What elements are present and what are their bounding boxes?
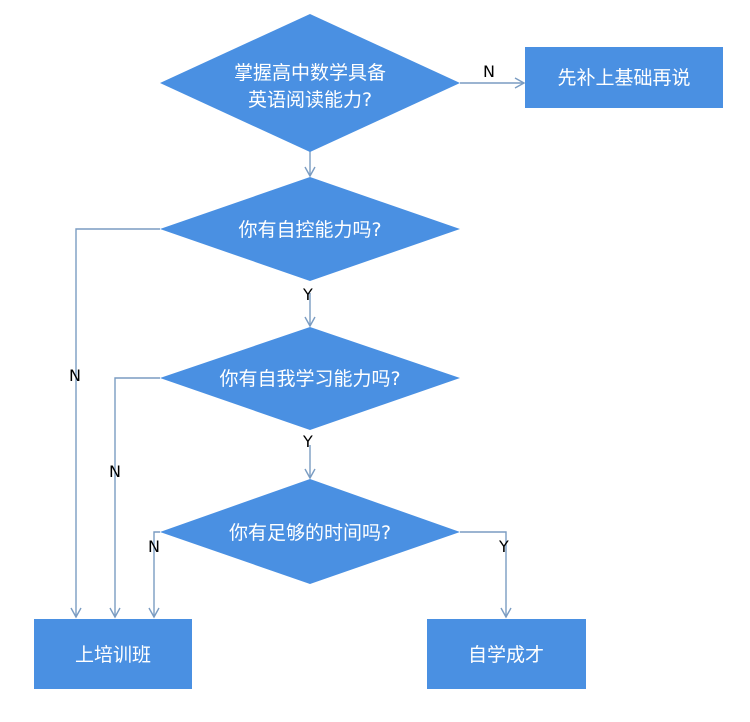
outcome-training-shape: [34, 619, 192, 689]
decision-q3: 你有自我学习能力吗?: [160, 327, 460, 430]
decision-q4-shape: [160, 479, 460, 584]
edge-label-q2-q3: Y: [302, 285, 313, 304]
outcome-training-label: 上培训班: [75, 644, 151, 666]
edge-q2-to-training: [70, 228, 160, 619]
decision-q3-label: 你有自我学习能力吗?: [219, 368, 400, 390]
decision-q1-line1: 掌握高中数学具备: [234, 62, 386, 84]
outcome-self-taught-label: 自学成才: [468, 644, 544, 666]
decision-q1: 掌握高中数学具备 英语阅读能力?: [160, 14, 460, 152]
decision-q1-shape: [160, 14, 460, 152]
edge-label-q3-training: N: [109, 462, 121, 481]
outcome-training: 上培训班: [34, 619, 192, 689]
edge-label-q3-q4: Y: [302, 432, 313, 451]
decision-q1-line2: 英语阅读能力?: [248, 89, 372, 111]
edge-label-q4-training: N: [148, 537, 160, 556]
edge-label-q4-self: Y: [498, 537, 509, 556]
decision-q2-shape: [160, 177, 460, 281]
edge-q3-to-training: [109, 377, 160, 619]
action-basics: 先补上基础再说: [525, 47, 723, 108]
decision-q3-shape: [160, 327, 460, 430]
outcome-self-taught-shape: [427, 619, 586, 689]
edge-label-q1-basics: N: [483, 62, 495, 81]
decision-q2-label: 你有自控能力吗?: [238, 219, 381, 241]
edge-q4-to-self-taught: [460, 531, 512, 619]
decision-q2: 你有自控能力吗?: [160, 177, 460, 281]
decision-q4-label: 你有足够的时间吗?: [229, 522, 391, 544]
edge-q4-to-training: [148, 531, 160, 619]
outcome-self-taught: 自学成才: [427, 619, 586, 689]
action-basics-label: 先补上基础再说: [557, 67, 690, 89]
decision-q4: 你有足够的时间吗?: [160, 479, 460, 584]
edge-label-q2-training: N: [69, 366, 81, 385]
action-basics-shape: [525, 47, 723, 108]
